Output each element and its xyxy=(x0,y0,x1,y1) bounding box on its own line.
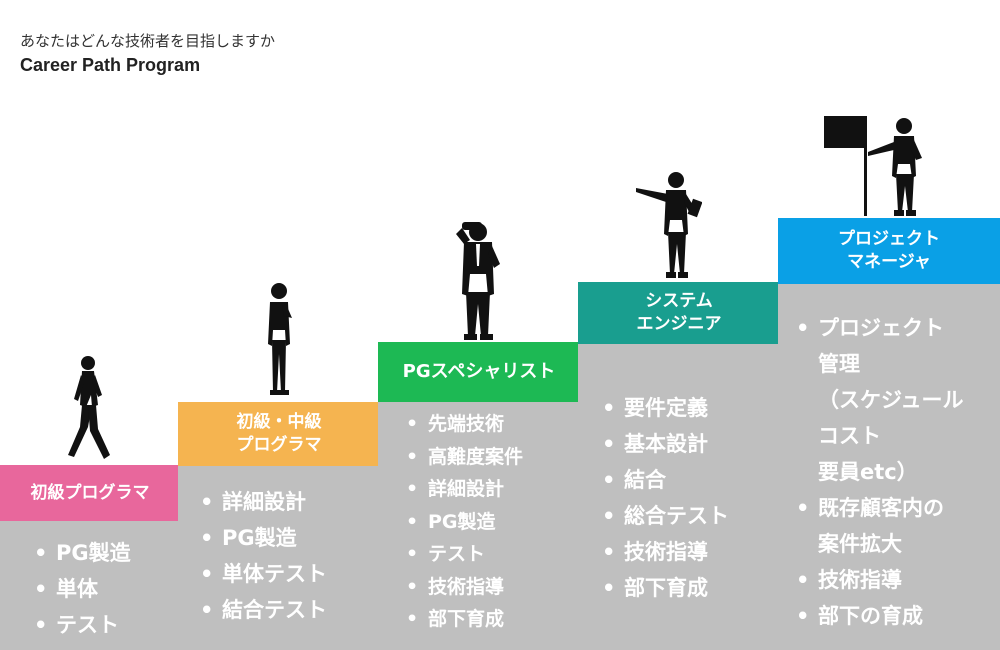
list-item: 単体 xyxy=(34,571,180,607)
list-item: 結合テスト xyxy=(200,592,380,628)
step-items-beginner: PG製造 単体 テスト xyxy=(34,535,180,643)
step-items-engineer: 要件定義 基本設計 結合 総合テスト 技術指導 部下育成 xyxy=(602,390,780,606)
step-engineer: システム エンジニア 要件定義 基本設計 結合 総合テスト 技術指導 部下育成 xyxy=(578,282,780,650)
binoculars-man-icon xyxy=(456,222,500,340)
step-label-intermediate: 初級・中級 プログラマ xyxy=(178,402,380,466)
step-items-intermediate: 詳細設計 PG製造 単体テスト 結合テスト xyxy=(200,484,380,628)
step-label-engineer: システム エンジニア xyxy=(578,282,780,344)
list-item: 詳細設計 xyxy=(406,473,580,506)
list-item: 詳細設計 xyxy=(200,484,380,520)
walking-man-icon xyxy=(68,356,110,459)
list-item: 部下育成 xyxy=(406,603,580,636)
step-items-manager: プロジェクト 管理 （スケジュール コスト 要員etc） 既存顧客内の 案件拡大… xyxy=(796,310,1000,634)
step-label-specialist: PGスペシャリスト xyxy=(378,342,580,402)
step-manager: プロジェクト マネージャ プロジェクト 管理 （スケジュール コスト 要員etc… xyxy=(778,218,1000,650)
subtitle: あなたはどんな技術者を目指しますか xyxy=(20,32,276,50)
flag-man-icon xyxy=(824,116,922,216)
list-item: 基本設計 xyxy=(602,426,780,462)
list-item: 総合テスト xyxy=(602,498,780,534)
thinking-man-icon xyxy=(268,283,292,395)
list-item: 部下の育成 xyxy=(796,598,1000,634)
step-label-manager: プロジェクト マネージャ xyxy=(778,218,1000,284)
step-specialist: PGスペシャリスト 先端技術 高難度案件 詳細設計 PG製造 テスト 技術指導 … xyxy=(378,342,580,650)
list-item: プロジェクト 管理 （スケジュール コスト 要員etc） xyxy=(796,310,1000,490)
list-item: PG製造 xyxy=(200,520,380,556)
list-item: PG製造 xyxy=(406,506,580,539)
step-items-specialist: 先端技術 高難度案件 詳細設計 PG製造 テスト 技術指導 部下育成 xyxy=(406,408,580,636)
list-item: PG製造 xyxy=(34,535,180,571)
list-item: 技術指導 xyxy=(796,562,1000,598)
step-beginner: 初級プログラマ PG製造 単体 テスト xyxy=(0,465,180,650)
step-label-beginner: 初級プログラマ xyxy=(0,465,180,521)
list-item: 部下育成 xyxy=(602,570,780,606)
list-item: 技術指導 xyxy=(602,534,780,570)
list-item: テスト xyxy=(34,607,180,643)
list-item: 高難度案件 xyxy=(406,441,580,474)
list-item: テスト xyxy=(406,538,580,571)
step-intermediate: 初級・中級 プログラマ 詳細設計 PG製造 単体テスト 結合テスト xyxy=(178,402,380,650)
page-title: Career Path Program xyxy=(20,55,201,75)
list-item: 技術指導 xyxy=(406,571,580,604)
list-item: 結合 xyxy=(602,462,780,498)
list-item: 先端技術 xyxy=(406,408,580,441)
list-item: 要件定義 xyxy=(602,390,780,426)
pointing-man-icon xyxy=(636,172,702,278)
list-item: 既存顧客内の 案件拡大 xyxy=(796,490,1000,562)
list-item: 単体テスト xyxy=(200,556,380,592)
